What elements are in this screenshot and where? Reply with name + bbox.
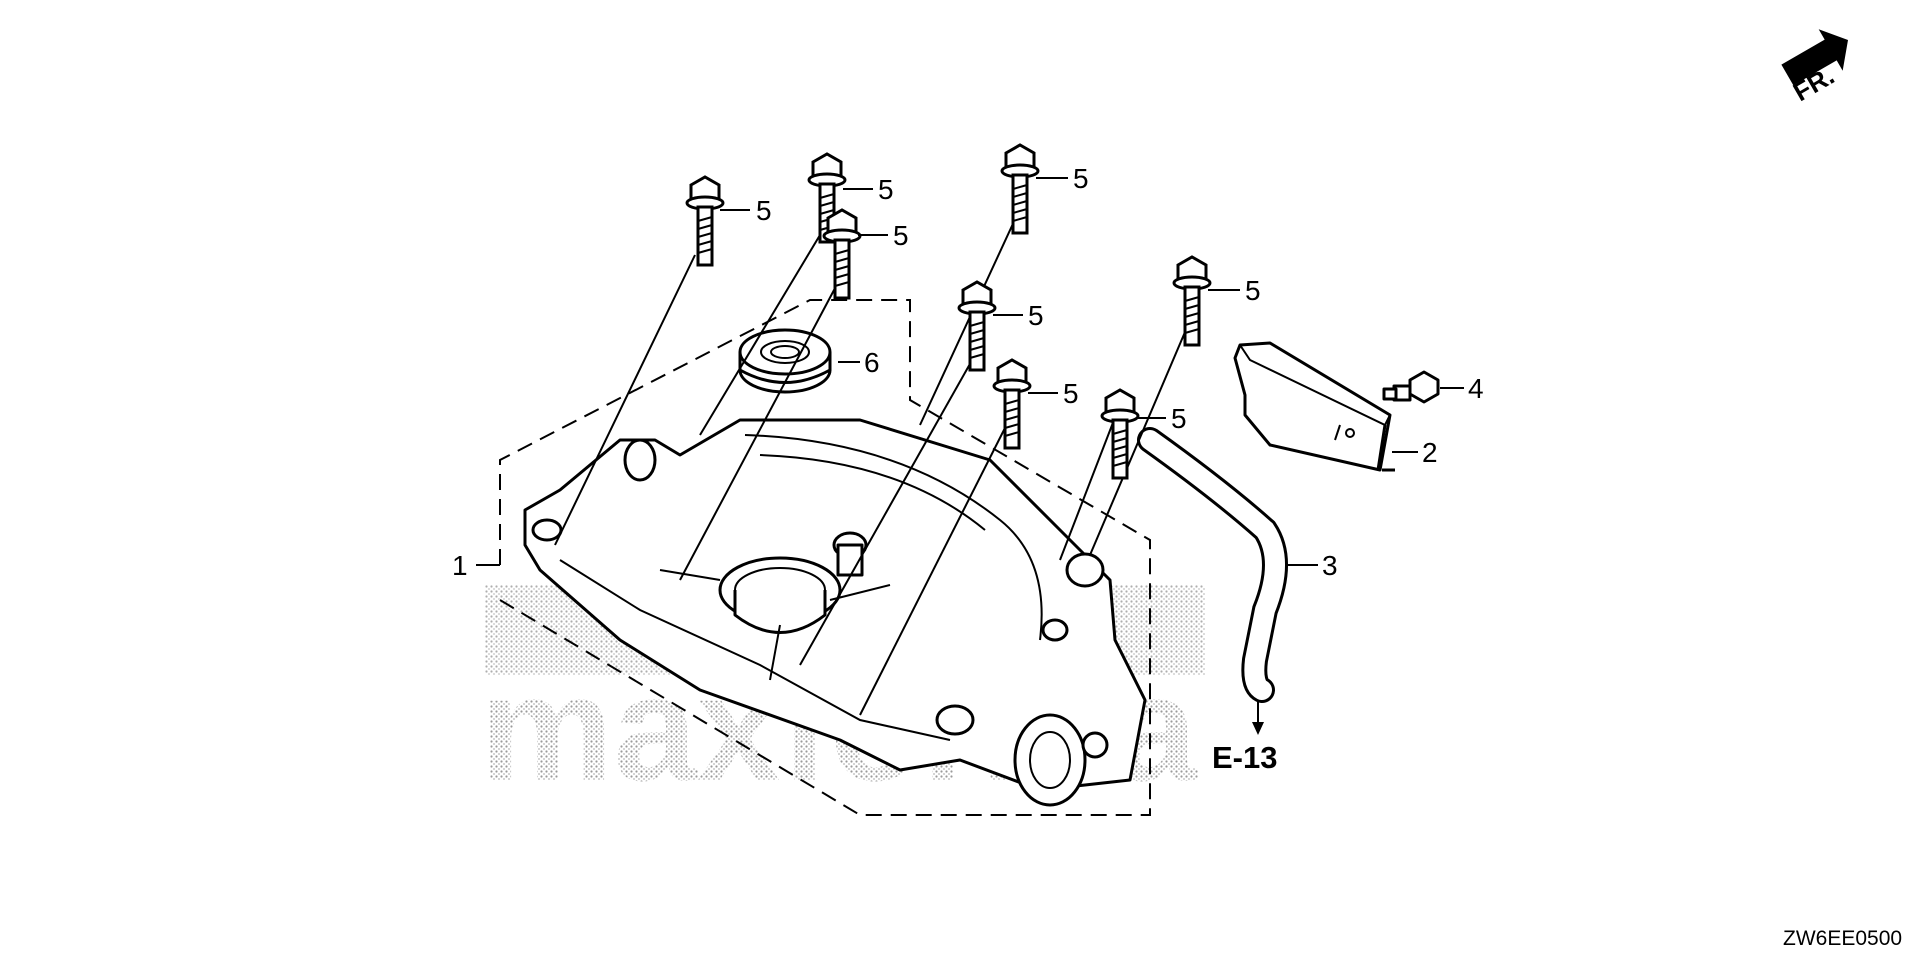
reference-label: E-13 — [1212, 740, 1277, 775]
callout-5g: 5 — [1171, 403, 1187, 434]
breather-tube-part — [1137, 427, 1288, 735]
callout-5b: 5 — [878, 174, 894, 205]
callout-5h: 5 — [1245, 275, 1261, 306]
callout-5c: 5 — [893, 220, 909, 251]
callout-6: 6 — [864, 347, 880, 378]
callout-4: 4 — [1468, 373, 1484, 404]
small-bolt-part — [1382, 370, 1440, 404]
flange-bolts — [554, 143, 1212, 716]
bolt-5h — [1172, 255, 1212, 347]
callout-5d: 5 — [1073, 163, 1089, 194]
callout-5f: 5 — [1063, 378, 1079, 409]
callout-5a: 5 — [756, 195, 772, 226]
bolt-5d — [1000, 143, 1040, 235]
bolt-5g — [1100, 388, 1140, 480]
assembly-outline — [499, 299, 1151, 816]
bolt-5c — [822, 208, 862, 300]
callout-1: 1 — [452, 550, 468, 581]
cover-plate-part — [1233, 341, 1395, 472]
drawing-code: ZW6EE0500 — [1783, 927, 1902, 950]
callout-5e: 5 — [1028, 300, 1044, 331]
callout-2: 2 — [1422, 437, 1438, 468]
bolt-5f — [992, 358, 1032, 450]
front-arrow-icon — [1781, 29, 1848, 86]
callout-labels: 5 5 5 5 5 5 5 5 6 4 2 3 1 — [452, 163, 1484, 581]
bolt-5e — [957, 280, 997, 372]
bolt-5a — [685, 175, 725, 267]
callout-3: 3 — [1322, 550, 1338, 581]
callout-leaders — [476, 177, 1464, 566]
